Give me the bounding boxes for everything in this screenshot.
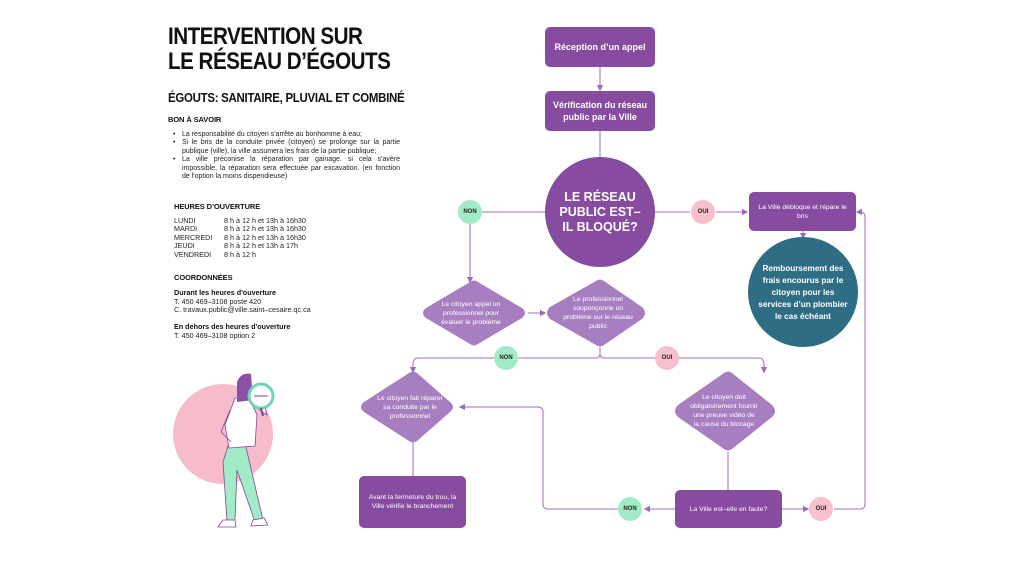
contact-after-phone[interactable]: T. 450 469–3108 option 2 (174, 330, 256, 340)
node-pro-soupconne[interactable]: Le professionnel souponçonne un problème… (563, 296, 633, 330)
contact-during: Durant les heures d'ouverture T. 450 469… (174, 288, 311, 315)
hours-row: VENDREDI 8 h à 12 h (174, 249, 306, 259)
day: LUNDI (174, 216, 196, 225)
day: VENDREDI (174, 249, 212, 259)
list-item: La ville préconise la réparation par gai… (173, 156, 400, 181)
day: MERCREDI (174, 232, 213, 242)
time: 8 h à 12 h (224, 249, 256, 259)
bon-a-savoir-list: La responsabilité du citoyen s'arrête au… (172, 131, 400, 181)
hours-row: JEUDI 8 h à 12 h et 13h à 17h (174, 241, 306, 251)
node-ville-debloque[interactable]: La Ville débloque et répare le bris (758, 203, 847, 220)
bon-a-savoir-heading: BON À SAVOIR (168, 115, 222, 124)
title-line-1: INTERVENTION SUR (168, 23, 363, 50)
node-verification[interactable]: Vérification du réseau public par la Vil… (552, 100, 648, 122)
node-citoyen-appel-shape (423, 280, 525, 346)
time: 8 h à 12 h et 13h à 17h (224, 241, 298, 251)
time: 8 h à 12 h et 13h à 16h30 (224, 224, 306, 234)
contact-heading: COORDONNÉES (174, 273, 233, 282)
contact-during-heading: Durant les heures d'ouverture (174, 288, 276, 297)
node-citoyen-preuve[interactable]: Le citoyen doit obligatoirement fournir … (690, 394, 758, 428)
badge-oui-decision: OUI (691, 200, 715, 224)
contact-during-email[interactable]: C. travaux.public@ville.saint–cesaire.qc… (174, 305, 311, 315)
node-verification-shape (545, 91, 655, 131)
time: 8 h à 12 h et 13h à 16h30 (224, 232, 306, 242)
node-reception[interactable]: Réception d’un appel (554, 42, 646, 52)
node-remboursement[interactable]: Remboursement des frais encourus par le … (758, 264, 848, 321)
node-reception-shape (545, 27, 655, 67)
hours-row: MERCREDI 8 h à 12 h et 13h à 16h30 (174, 232, 306, 242)
contact-after-heading: En dehors des heures d'ouverture (174, 322, 291, 331)
title-line-2: LE RÉSEAU D’ÉGOUTS (168, 48, 391, 75)
arm-left (220, 409, 232, 443)
badge-non-decision: NON (458, 200, 482, 224)
node-citoyen-repare[interactable]: Le citoyen fait réparer sa conduite par … (377, 394, 443, 420)
node-ville-verifie[interactable]: Avant la fermeture du trou, la Ville vér… (368, 494, 457, 510)
hours-row: LUNDI 8 h à 12 h et 13h à 16h30 (174, 216, 306, 225)
badge-oui-pro: OUI (655, 346, 679, 370)
badge-oui-faute: OUI (809, 497, 833, 521)
node-ville-verifie-shape (359, 476, 466, 528)
hours-table: LUNDI 8 h à 12 h et 13h à 16h30 MARDI 8 h … (174, 216, 306, 259)
pants (222, 442, 264, 523)
node-citoyen-appel[interactable]: Le citoyen appel un professionnel pour é… (441, 300, 501, 326)
shoe-left (217, 519, 237, 528)
badge-non-faute: NON (618, 497, 642, 521)
node-remboursement-shape (748, 237, 858, 347)
time: 8 h à 12 h et 13h à 16h30 (224, 216, 306, 225)
day: MARDI (174, 224, 198, 234)
node-ville-faute-shape (675, 490, 782, 528)
hours-row: MARDI 8 h à 12 h et 13h à 16h30 (174, 224, 306, 234)
day: JEUDI (174, 241, 195, 251)
node-ville-faute[interactable]: La Ville est–elle en faute? (689, 505, 768, 513)
magnifier-handle (260, 407, 264, 417)
node-decision-blocked[interactable]: LE RÉSEAU PUBLIC EST–IL BLOQUÉ? (559, 189, 641, 234)
list-item: La responsabilité du citoyen s'arrête au… (173, 131, 400, 140)
person-magnifier-illustration (173, 373, 275, 528)
list-item: Si le bris de la conduite privée (citoye… (173, 139, 400, 156)
shoe-right (250, 517, 269, 527)
connector-non-repare (458, 403, 618, 510)
page-title: INTERVENTION SUR LE RÉSEAU D’ÉGOUTS (168, 23, 391, 75)
connector-pro-oui (599, 353, 768, 374)
page-subtitle: ÉGOUTS: SANITAIRE, PLUVIAL ET COMBINÉ (168, 90, 405, 105)
node-decision-shape (545, 157, 655, 267)
contact-after: En dehors des heures d'ouverture T. 450 … (174, 322, 291, 340)
connectors (409, 67, 866, 513)
badge-non-pro: NON (494, 346, 518, 370)
contact-during-phone[interactable]: T. 450 469–3108 poste 420 (174, 296, 262, 306)
node-citoyen-repare-shape (361, 371, 453, 443)
connector-oui-debloque (834, 208, 866, 510)
node-citoyen-preuve-shape (675, 371, 775, 451)
node-pro-soupconne-shape (547, 279, 645, 347)
hours-heading: HEURES D’OUVERTURE (174, 202, 261, 211)
node-debloque-shape (749, 192, 856, 231)
